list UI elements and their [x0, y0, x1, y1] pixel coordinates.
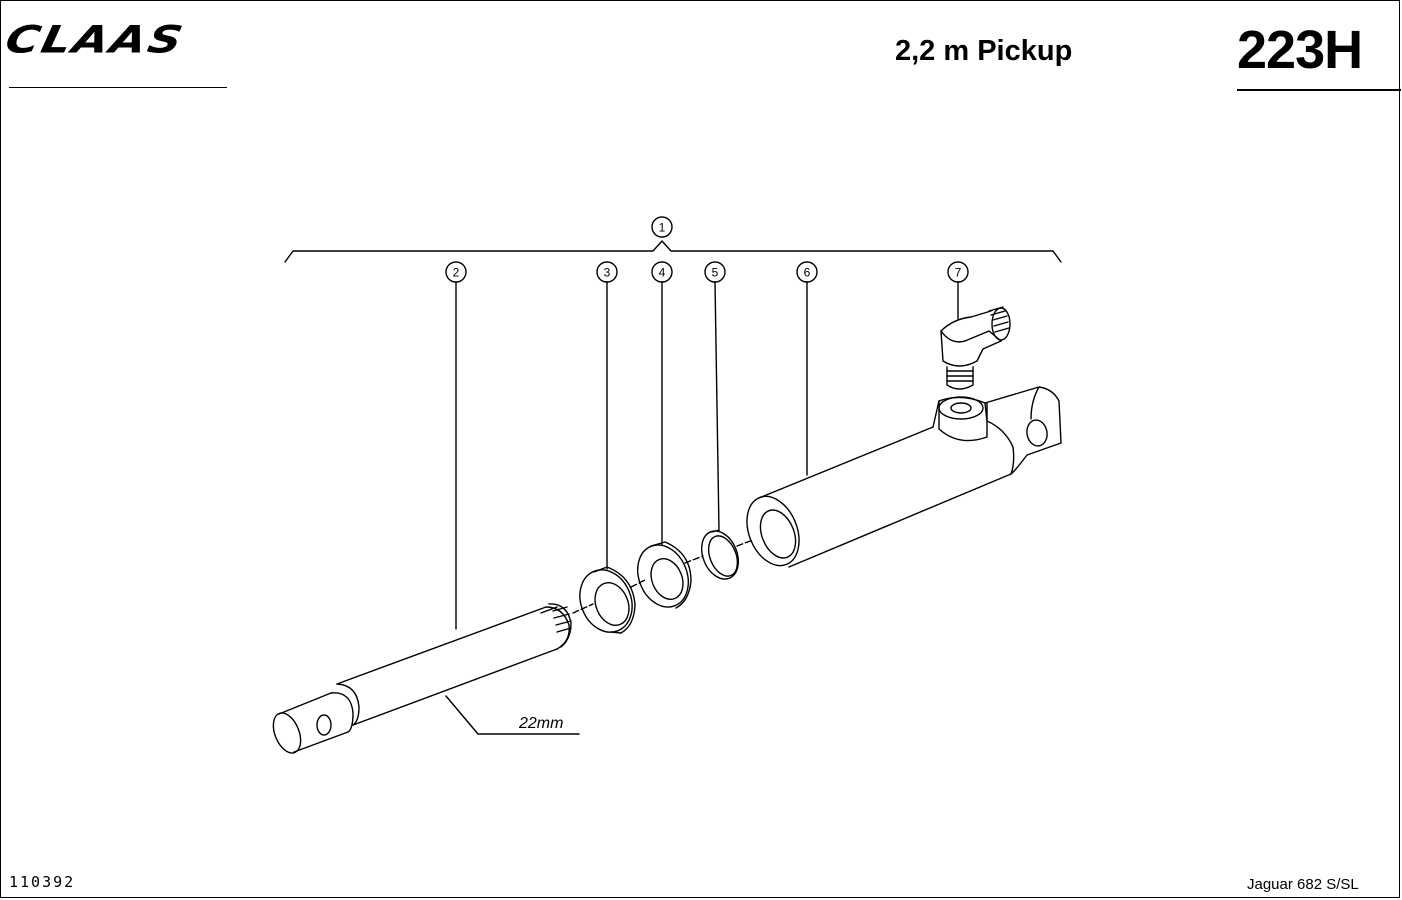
seal-ring-3: [579, 566, 636, 634]
callout-7-label: 7: [955, 266, 962, 280]
page-title: 2,2 m Pickup: [895, 35, 1073, 67]
callout-7: 7: [947, 261, 969, 320]
snap-ring-5: [700, 529, 740, 580]
callout-5: 5: [704, 261, 726, 532]
dimension-leader: [445, 695, 580, 735]
cylinder-barrel: [746, 386, 1062, 568]
callout-2-label: 2: [453, 266, 460, 280]
callout-5-label: 5: [712, 266, 719, 280]
machine-model: Jaguar 682 S/SL: [1247, 876, 1359, 893]
center-axis-d: [736, 539, 754, 547]
callout-3: 3: [596, 261, 618, 570]
logo-underline: [9, 87, 227, 88]
center-axis-c: [684, 555, 704, 564]
page-code-underline: [1237, 89, 1401, 91]
callout-4-label: 4: [659, 266, 666, 280]
callout-6-label: 6: [804, 266, 811, 280]
callout-5-leader: [714, 281, 720, 532]
callout-4: 4: [651, 261, 673, 546]
callout-2: 2: [445, 261, 467, 630]
callout-1-label: 1: [659, 221, 666, 235]
assembly-bracket: [284, 240, 1062, 263]
callout-1: 1: [651, 216, 673, 238]
elbow-fitting: [940, 306, 1011, 390]
callout-3-label: 3: [604, 266, 611, 280]
rod-diameter-label: 22mm: [518, 715, 563, 732]
callout-6: 6: [796, 261, 818, 476]
seal-ring-4: [637, 541, 692, 609]
page-code: 223H: [1237, 20, 1363, 80]
center-axis-b: [630, 578, 648, 588]
piston-rod: [272, 603, 572, 754]
center-axis-a: [572, 603, 594, 614]
document-id: 110392: [9, 873, 76, 891]
